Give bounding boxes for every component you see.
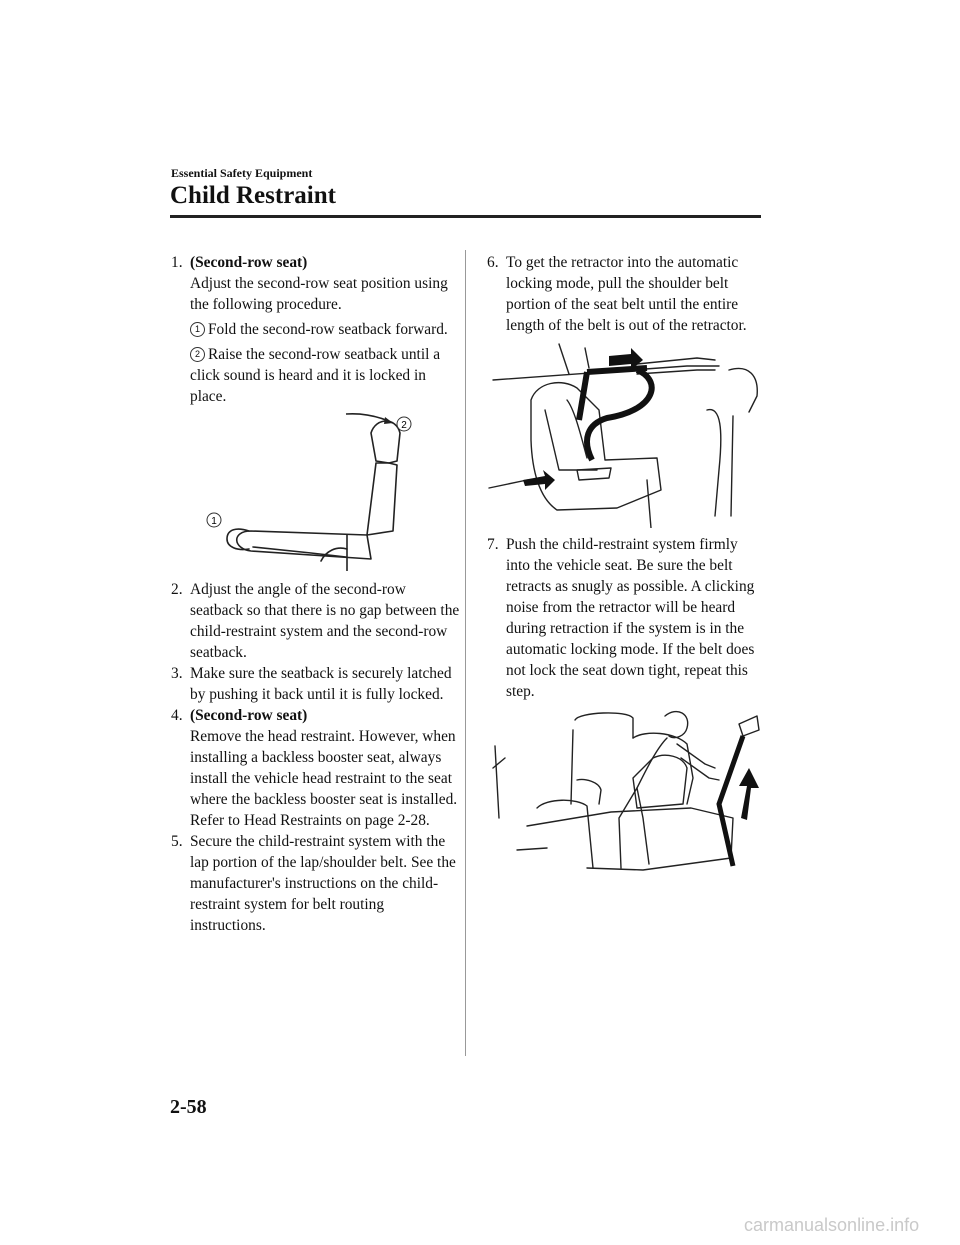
step-1: 1. (Second-row seat) Adjust the second-r…	[171, 252, 461, 407]
sub-step-text: Raise the second-row seatback until a cl…	[190, 346, 441, 405]
title-rule	[170, 215, 761, 218]
watermark: carmanualsonline.info	[744, 1215, 920, 1235]
step-5: 5. Secure the child-restraint system wit…	[171, 831, 461, 936]
circled-number-icon: 2	[190, 347, 205, 362]
belt-pull-drawing	[488, 343, 758, 528]
column-divider	[465, 250, 466, 1056]
right-column: 6. To get the retractor into the automat…	[487, 252, 765, 876]
section-label: Essential Safety Equipment	[171, 166, 313, 180]
step-3: 3. Make sure the seatback is securely la…	[171, 663, 461, 705]
figure-marker-2: 2	[401, 420, 407, 431]
step-number: 5.	[171, 833, 183, 850]
sub-step-text: Fold the second-row seatback forward.	[208, 321, 448, 338]
step-heading: (Second-row seat)	[190, 254, 308, 271]
left-column: 1. (Second-row seat) Adjust the second-r…	[171, 252, 461, 936]
step-text: Adjust the angle of the second-row seatb…	[190, 581, 460, 661]
step-number: 7.	[487, 536, 499, 553]
step-number: 2.	[171, 581, 183, 598]
page-title: Child Restraint	[170, 182, 336, 209]
circled-number-icon: 1	[190, 322, 205, 337]
step-4: 4. (Second-row seat) Remove the head res…	[171, 705, 461, 831]
step-heading: (Second-row seat)	[190, 707, 308, 724]
seat-push-drawing	[492, 710, 760, 871]
step-text: Secure the child-restraint system with t…	[190, 833, 456, 934]
step-number: 3.	[171, 665, 183, 682]
step-text: Adjust the second-row seat position usin…	[190, 275, 448, 313]
step-text: To get the retractor into the automatic …	[506, 254, 747, 334]
belt-pull-illustration	[487, 340, 765, 528]
seat-push-illustration	[487, 708, 765, 876]
step-text: Remove the head restraint. However, when…	[190, 728, 458, 808]
step-number: 1.	[171, 254, 183, 271]
page-number: 2-58	[170, 1096, 207, 1118]
step-text: Push the child-restraint system firmly i…	[506, 536, 755, 700]
step-7: 7. Push the child-restraint system firml…	[487, 534, 765, 702]
seat-fold-illustration: 2 1	[171, 411, 461, 571]
step-2: 2. Adjust the angle of the second-row se…	[171, 579, 461, 663]
figure-marker-1: 1	[211, 516, 217, 527]
step-text: Make sure the seatback is securely latch…	[190, 665, 452, 703]
step-number: 6.	[487, 254, 499, 271]
step-6: 6. To get the retractor into the automat…	[487, 252, 765, 336]
cross-reference: Refer to Head Restraints on page 2-28.	[190, 812, 430, 829]
step-number: 4.	[171, 707, 183, 724]
seat-fold-drawing: 2 1	[206, 412, 412, 571]
